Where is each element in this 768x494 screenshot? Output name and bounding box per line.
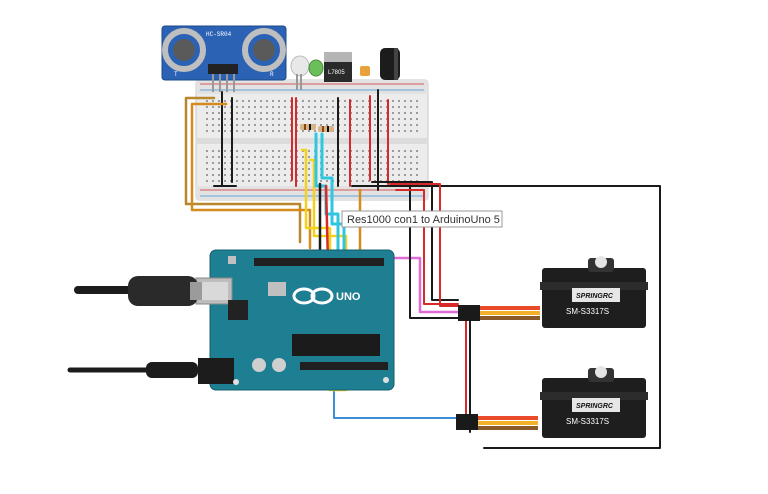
voltage-regulator[interactable]: L7805 <box>324 52 352 82</box>
led-green[interactable] <box>308 59 324 77</box>
servo-top-brand: SPRINGRC <box>576 293 614 300</box>
servo-bottom-brand: SPRINGRC <box>576 403 614 410</box>
regulator-label: L7805 <box>328 70 345 76</box>
sensor-pin-r: R <box>270 71 274 78</box>
arduino-uno[interactable]: UNO <box>195 249 395 391</box>
usb-cable[interactable] <box>74 276 202 306</box>
resistor-2[interactable] <box>318 126 334 132</box>
power-cable[interactable] <box>67 362 198 378</box>
sensor-pin-t: T <box>174 71 178 78</box>
resistor-1[interactable] <box>300 124 316 130</box>
electrolytic-capacitor[interactable] <box>380 48 400 80</box>
sensor-label: HC-SR04 <box>206 31 232 38</box>
arduino-label: UNO <box>336 291 361 303</box>
servo-top[interactable]: SPRINGRC SM-S3317S <box>458 256 648 328</box>
ultrasonic-sensor[interactable]: HC-SR04 T R <box>161 25 287 92</box>
arduino-logo <box>292 287 334 305</box>
servo-bottom[interactable]: SPRINGRC SM-S3317S <box>456 366 648 438</box>
servo-top-model: SM-S3317S <box>566 307 609 316</box>
capacitor-small[interactable] <box>360 66 370 76</box>
wire-tooltip: Res1000 con1 to ArduinoUno 5 <box>341 210 503 228</box>
servo-bottom-model: SM-S3317S <box>566 417 609 426</box>
breadboard-wires[interactable] <box>213 89 389 191</box>
wires[interactable] <box>184 96 661 449</box>
tooltip-text: Res1000 con1 to ArduinoUno 5 <box>347 214 500 226</box>
